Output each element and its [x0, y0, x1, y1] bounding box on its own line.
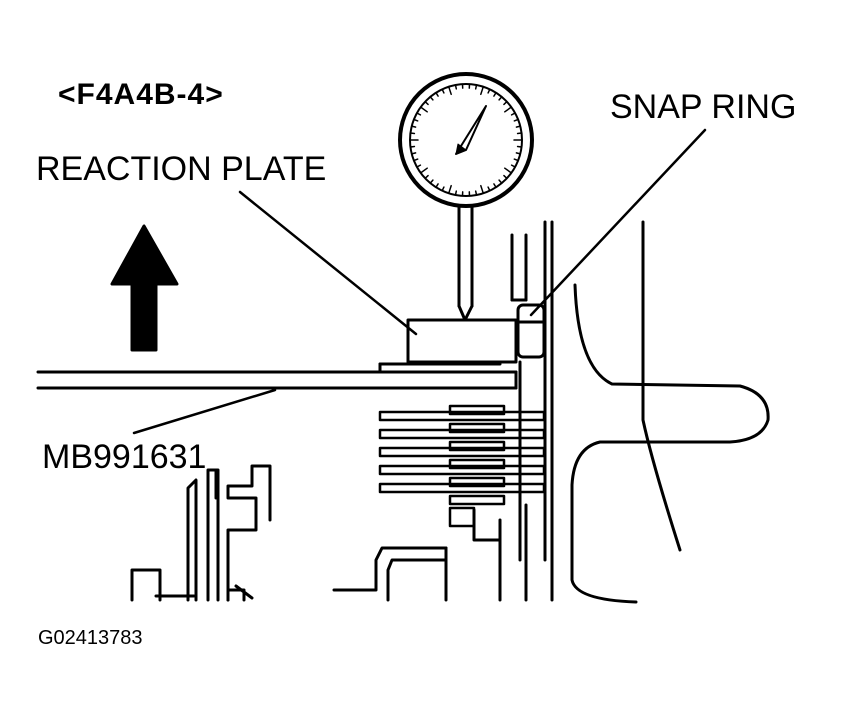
dial-tick	[480, 85, 485, 96]
figure-id-label: G02413783	[38, 627, 143, 649]
dial-tick	[409, 132, 416, 135]
dial-tick	[474, 84, 478, 90]
leader-lines	[132, 128, 707, 435]
dial-tick	[516, 145, 523, 148]
snap-ring-leader	[529, 128, 707, 317]
dial-tick	[503, 174, 508, 180]
dial-tick	[504, 167, 513, 174]
dial-indicator	[398, 72, 534, 322]
dial-tick	[510, 164, 516, 168]
dial-tick	[416, 112, 422, 116]
dial-tick	[441, 88, 445, 94]
special-tool-leader	[132, 388, 277, 435]
dial-tick	[429, 179, 434, 184]
dial-tick	[498, 179, 503, 184]
dial-tick	[413, 158, 419, 162]
dial-tick	[411, 125, 417, 128]
dial-tick	[411, 152, 417, 155]
special-tool-label: MB991631	[42, 438, 207, 476]
dial-tick	[419, 106, 428, 113]
dial-tick	[413, 118, 419, 122]
dial-tick	[498, 96, 503, 101]
dial-tick	[510, 112, 516, 116]
reaction-plate-label: REACTION PLATE	[36, 150, 327, 188]
dial-tick	[454, 190, 458, 196]
dial-tick	[435, 183, 439, 189]
snap-ring-label: SNAP RING	[610, 88, 797, 126]
dial-tick	[447, 184, 452, 195]
dial-tick	[409, 145, 416, 148]
dial-tick	[454, 84, 458, 90]
reaction-plate	[406, 318, 518, 364]
dial-tick	[493, 91, 497, 97]
dial-tick	[474, 190, 478, 196]
dial-tick	[493, 183, 497, 189]
transmission-case	[130, 220, 770, 604]
dial-tick	[513, 118, 519, 122]
dial-tick	[480, 184, 485, 195]
dial-tick	[424, 174, 429, 180]
dial-tick	[515, 152, 521, 155]
dial-tick	[429, 96, 434, 101]
dial-tick	[416, 164, 422, 168]
dial-tick	[435, 91, 439, 97]
dial-tick	[487, 88, 491, 94]
dial-tick	[424, 100, 429, 106]
dial-tick	[516, 132, 523, 135]
dial-tick	[513, 158, 519, 162]
dial-tick	[515, 125, 521, 128]
dial-tick	[419, 167, 428, 174]
special-tool-bar	[36, 362, 518, 390]
model-code-label: <F4A4B-4>	[58, 78, 224, 111]
dial-tick	[441, 186, 445, 192]
up-arrow-icon	[110, 224, 179, 352]
dial-tick	[447, 85, 452, 96]
snap-ring	[516, 303, 546, 359]
reaction-plate-leader	[238, 190, 418, 336]
dial-tick	[503, 100, 508, 106]
dial-tick	[504, 106, 513, 113]
dial-tick	[487, 186, 491, 192]
